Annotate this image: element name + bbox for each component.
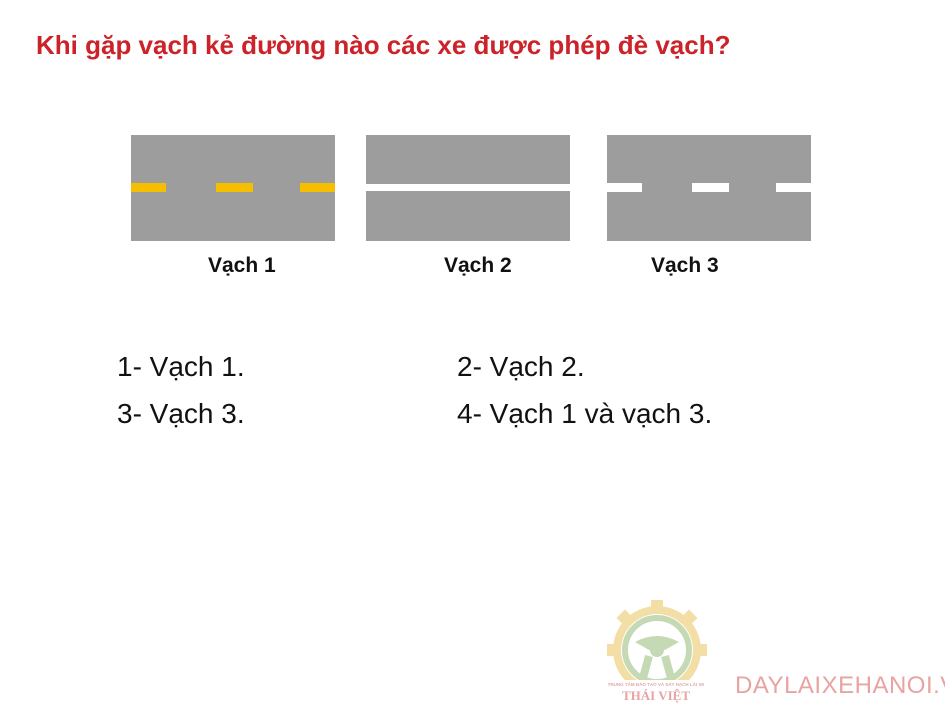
road-figure-3 (607, 135, 811, 241)
yellow-dash (300, 183, 335, 192)
white-dash (776, 183, 811, 192)
road-label-1: Vạch 1 (208, 254, 276, 277)
logo-small-text: TRUNG TÂM ĐÀO TẠO VÀ SÁT HẠCH LÁI XE (608, 681, 705, 687)
site-watermark: DAYLAIXEHANOI.VN (735, 672, 945, 699)
answer-option-3[interactable]: 3- Vạch 3. (117, 398, 245, 429)
white-dash (607, 183, 642, 192)
answer-option-4[interactable]: 4- Vạch 1 và vạch 3. (457, 398, 713, 429)
road-figure-1 (131, 135, 335, 241)
logo-name: THÁI VIỆT (622, 688, 690, 703)
answer-option-2[interactable]: 2- Vạch 2. (457, 351, 585, 382)
white-solid-line (366, 184, 570, 191)
road-label-3: Vạch 3 (651, 254, 719, 277)
answer-option-1[interactable]: 1- Vạch 1. (117, 351, 245, 382)
thai-viet-logo-icon: TRUNG TÂM ĐÀO TẠO VÀ SÁT HẠCH LÁI XE THÁ… (599, 600, 713, 704)
yellow-dash (216, 183, 253, 192)
road-figure-2 (366, 135, 570, 241)
white-dash (692, 183, 729, 192)
road-label-2: Vạch 2 (444, 254, 512, 277)
question-title: Khi gặp vạch kẻ đường nào các xe được ph… (36, 30, 731, 60)
yellow-dash (131, 183, 166, 192)
